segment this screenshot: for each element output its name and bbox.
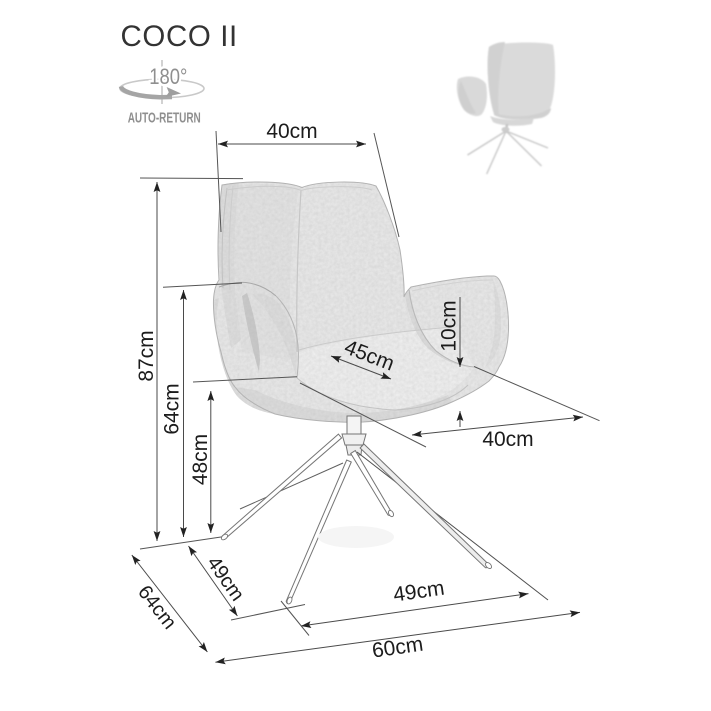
svg-text:40cm: 40cm <box>482 428 533 451</box>
svg-text:COCO II: COCO II <box>121 20 238 53</box>
svg-text:10cm: 10cm <box>438 300 461 351</box>
svg-text:40cm: 40cm <box>266 120 317 143</box>
svg-text:180°: 180° <box>149 64 187 89</box>
svg-text:87cm: 87cm <box>135 330 158 381</box>
svg-text:64cm: 64cm <box>161 383 184 434</box>
svg-text:AUTO-RETURN: AUTO-RETURN <box>128 110 201 126</box>
svg-text:48cm: 48cm <box>189 434 212 485</box>
